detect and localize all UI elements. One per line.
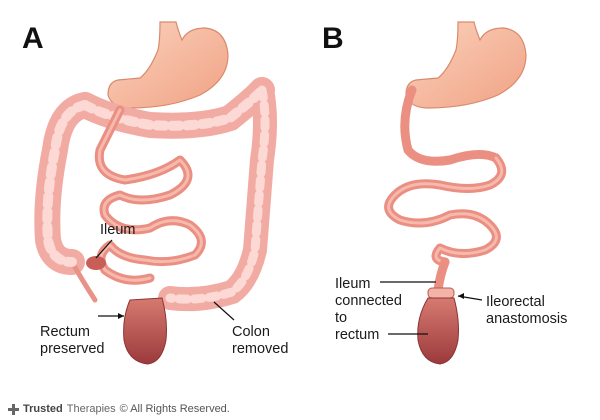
label-ileum-b-line1: Ileum bbox=[335, 276, 370, 292]
panel-b-letter: B bbox=[322, 22, 344, 55]
stomach-a bbox=[107, 21, 229, 109]
arrow-rectum-a bbox=[118, 313, 124, 319]
small-intestine-b bbox=[384, 153, 507, 295]
leader-colon-a bbox=[213, 301, 235, 321]
label-colon-line2: removed bbox=[232, 341, 288, 357]
panel-a-letter: A bbox=[22, 22, 44, 55]
small-intestine-a bbox=[86, 105, 206, 285]
rectum-b bbox=[417, 297, 459, 365]
panel-b: B Ileum connected to rectum Ileorectal a… bbox=[322, 21, 567, 365]
arrow-anastomosis bbox=[458, 293, 464, 299]
leader-ileum-a bbox=[95, 239, 113, 259]
copyright-footer: Trusted Therapies © All Rights Reserved. bbox=[8, 403, 230, 415]
duodenum-b bbox=[400, 85, 501, 166]
label-anastomosis-line2: anastomosis bbox=[486, 311, 567, 327]
footer-rights: © All Rights Reserved. bbox=[119, 403, 230, 415]
anastomosis-ring bbox=[427, 287, 455, 299]
label-colon-line1: Colon bbox=[232, 324, 270, 340]
trusted-therapies-logo-icon bbox=[8, 403, 19, 415]
footer-brand-bold: Trusted bbox=[23, 403, 63, 415]
panel-a: A Ileum bbox=[22, 21, 288, 365]
label-rectum-line2: preserved bbox=[40, 341, 104, 357]
rectum-a bbox=[123, 297, 167, 365]
colon-removed bbox=[34, 77, 277, 312]
footer-brand-light: Therapies bbox=[66, 403, 116, 415]
label-ileum-b-line2: connected bbox=[335, 293, 402, 309]
label-ileum-b-line4: rectum bbox=[335, 327, 379, 343]
label-anastomosis-line1: Ileorectal bbox=[486, 294, 545, 310]
label-rectum-line1: Rectum bbox=[40, 324, 90, 340]
stomach-b bbox=[405, 21, 527, 109]
label-ileum-a: Ileum bbox=[100, 222, 135, 238]
label-ileum-b-line3: to bbox=[335, 310, 347, 326]
